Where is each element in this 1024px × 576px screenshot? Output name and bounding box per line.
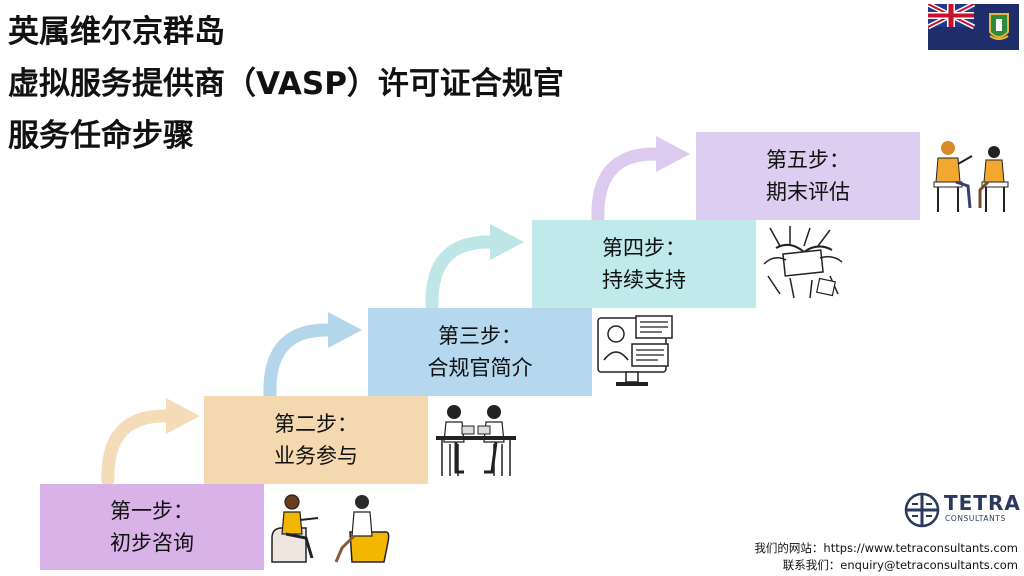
page-title: 英属维尔京群岛 虚拟服务提供商（VASP）许可证合规官 服务任命步骤 [8, 6, 564, 162]
arrow-step1-to-2 [101, 398, 200, 484]
arrow-step3-to-4 [425, 224, 524, 310]
bvi-flag-icon [928, 4, 1019, 50]
support-handshake-illustration [763, 226, 843, 299]
consultation-illustration [271, 494, 390, 563]
arrow-step2-to-3 [263, 312, 362, 398]
step-4-box: 第四步： 持续支持 [532, 220, 756, 308]
step-1-label: 第一步： [110, 499, 194, 523]
step-4-name: 持续支持 [602, 268, 686, 292]
step-1-box: 第一步： 初步咨询 [40, 484, 264, 570]
website-label: 我们的网站： [754, 541, 824, 555]
step-4-label: 第四步： [602, 236, 686, 260]
officer-profile-illustration [597, 315, 673, 386]
website-line: 我们的网站：https://www.tetraconsultants.com [754, 540, 1018, 557]
step-2-box: 第二步： 业务参与 [204, 396, 428, 484]
email-label: 联系我们： [782, 558, 841, 572]
step-3-label: 第三步： [438, 324, 522, 348]
step-5-box: 第五步： 期末评估 [696, 132, 920, 220]
contact-info: 我们的网站：https://www.tetraconsultants.com 联… [754, 540, 1018, 574]
step-5-name: 期末评估 [766, 180, 850, 204]
evaluation-illustration [933, 141, 1009, 212]
tetra-logo: TETRA CONSULTANTS [904, 492, 1020, 528]
step-2-name: 业务参与 [274, 444, 358, 468]
logo-subtitle: CONSULTANTS [945, 514, 1006, 523]
arrow-step4-to-5 [591, 136, 690, 222]
business-meeting-illustration [436, 405, 516, 476]
step-3-box: 第三步： 合规官简介 [368, 308, 592, 396]
step-3-name: 合规官简介 [427, 356, 533, 380]
title-line-2: 虚拟服务提供商（VASP）许可证合规官 [8, 66, 564, 102]
email-link[interactable]: enquiry@tetraconsultants.com [840, 558, 1018, 572]
title-line-3: 服务任命步骤 [8, 118, 194, 154]
title-line-1: 英属维尔京群岛 [8, 14, 225, 50]
logo-name: TETRA [944, 491, 1021, 515]
website-link[interactable]: https://www.tetraconsultants.com [823, 541, 1018, 555]
step-2-label: 第二步： [274, 412, 358, 436]
tetra-logo-icon [904, 492, 940, 528]
step-1-name: 初步咨询 [110, 531, 194, 555]
step-5-label: 第五步： [766, 148, 850, 172]
email-line: 联系我们：enquiry@tetraconsultants.com [754, 557, 1018, 574]
